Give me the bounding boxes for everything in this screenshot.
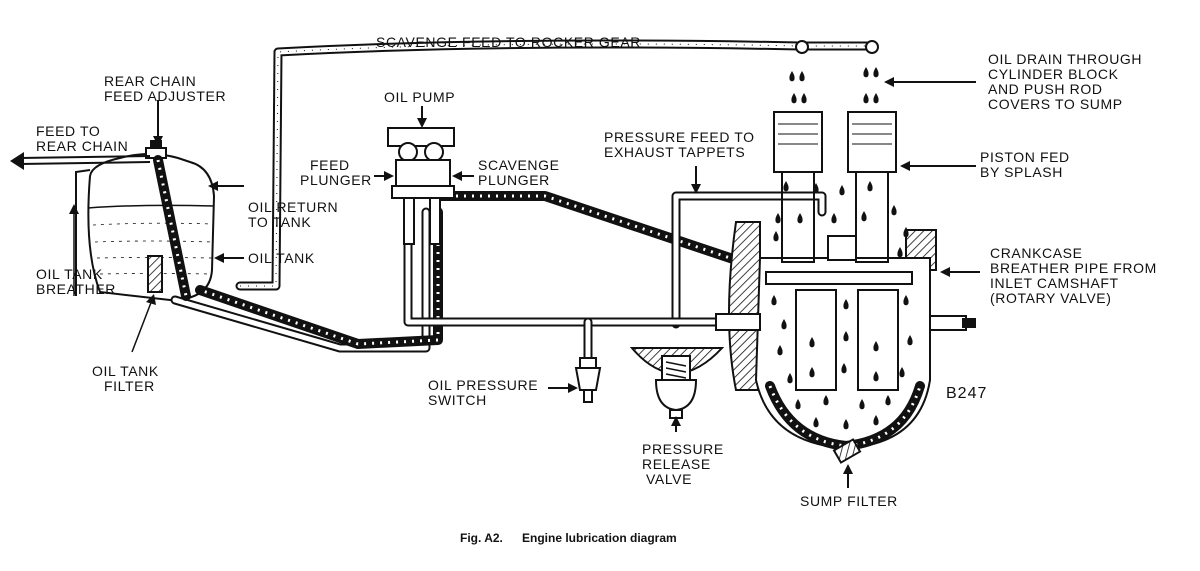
label-sump-filter: SUMP FILTER <box>800 493 898 509</box>
labels: SCAVENGE FEED TO ROCKER GEAR OIL DRAIN T… <box>36 34 1157 509</box>
figure-caption: Fig. A2. Engine lubrication diagram <box>460 531 677 545</box>
tank-return-pipe <box>153 155 191 301</box>
label-oil-pump: OIL PUMP <box>384 89 455 105</box>
pressure-release-valve <box>629 347 725 419</box>
oil-return-pipe <box>435 191 765 273</box>
sump-filter <box>832 438 862 464</box>
label-oil-return-2: TO TANK <box>248 214 311 230</box>
label-pressure-release-2: RELEASE <box>642 456 711 472</box>
label-oil-drain-3: AND PUSH ROD <box>988 81 1103 97</box>
tank-to-pump-pipe <box>170 207 443 353</box>
label-feed-plunger-1: FEED <box>310 157 350 173</box>
label-oil-tank-breather-1: OIL TANK <box>36 266 103 282</box>
label-scavenge-plunger-1: SCAVENGE <box>478 157 560 173</box>
oil-pressure-switch <box>574 357 602 403</box>
cylinder-right <box>847 111 897 263</box>
rocker-feed-pipe <box>235 39 879 291</box>
oil-pump <box>387 127 455 245</box>
label-crankcase-3: INLET CAMSHAFT <box>990 275 1119 291</box>
oil-tank-breather-pipe <box>75 169 91 296</box>
label-oil-tank-filter-2: FILTER <box>104 378 155 394</box>
tappet-feed-pipe <box>671 191 827 329</box>
label-rear-chain-adjuster-1: REAR CHAIN <box>104 73 196 89</box>
figure-code: B247 <box>946 385 987 402</box>
caption-number: Fig. A2. <box>460 531 503 545</box>
cylinder-left <box>773 111 823 263</box>
pressure-feed-pipe <box>403 209 745 365</box>
label-pressure-feed-2: EXHAUST TAPPETS <box>604 144 745 160</box>
label-crankcase-1: CRANKCASE <box>990 245 1083 261</box>
label-piston-fed-1: PISTON FED <box>980 149 1070 165</box>
caption-title: Engine lubrication diagram <box>522 531 677 545</box>
label-crankcase-4: (ROTARY VALVE) <box>990 290 1111 306</box>
label-oil-pressure-switch-2: SWITCH <box>428 392 487 408</box>
label-scavenge-plunger-2: PLUNGER <box>478 172 550 188</box>
leader-lines <box>69 77 980 488</box>
label-oil-tank-filter-1: OIL TANK <box>92 363 159 379</box>
label-pressure-release-3: VALVE <box>646 471 692 487</box>
label-oil-drain-1: OIL DRAIN THROUGH <box>988 51 1142 67</box>
label-oil-pressure-switch-1: OIL PRESSURE <box>428 377 538 393</box>
label-pressure-feed-1: PRESSURE FEED TO <box>604 129 755 145</box>
label-oil-return-1: OIL RETURN <box>248 199 338 215</box>
label-scavenge-feed-rocker: SCAVENGE FEED TO ROCKER GEAR <box>376 34 641 50</box>
label-oil-tank: OIL TANK <box>248 250 315 266</box>
label-feed-rear-chain-2: REAR CHAIN <box>36 138 128 154</box>
label-rear-chain-adjuster-2: FEED ADJUSTER <box>104 88 226 104</box>
label-feed-plunger-2: PLUNGER <box>300 172 372 188</box>
label-pressure-release-1: PRESSURE <box>642 441 724 457</box>
label-feed-rear-chain-1: FEED TO <box>36 123 100 139</box>
label-oil-drain-2: CYLINDER BLOCK <box>988 66 1119 82</box>
label-piston-fed-2: BY SPLASH <box>980 164 1063 180</box>
label-crankcase-2: BREATHER PIPE FROM <box>990 260 1157 276</box>
oil-tank-filter <box>147 255 163 293</box>
label-oil-tank-breather-2: BREATHER <box>36 281 116 297</box>
rear-chain-feed-pipe <box>10 152 151 170</box>
label-oil-drain-4: COVERS TO SUMP <box>988 96 1123 112</box>
